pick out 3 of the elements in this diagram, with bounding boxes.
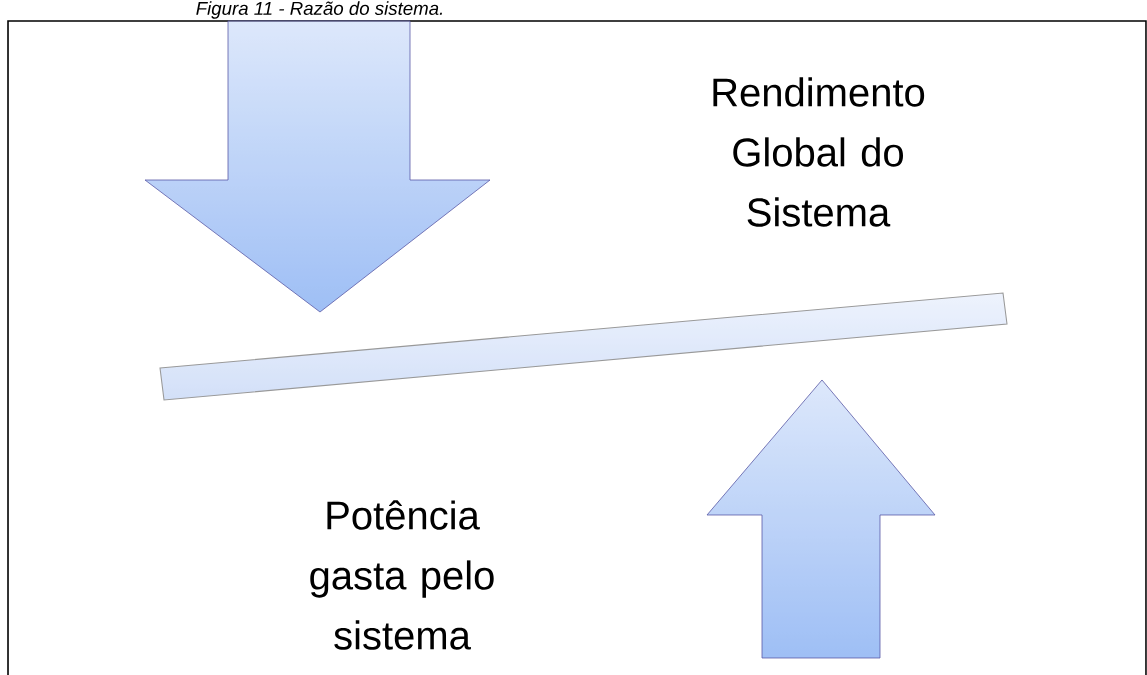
text-label: Potência gasta pelo sistema: [310, 500, 494, 650]
title: Figura 11 - Razão do sistema.: [196, 1, 442, 19]
text-label: Rendimento Global do Sistema: [713, 77, 925, 227]
